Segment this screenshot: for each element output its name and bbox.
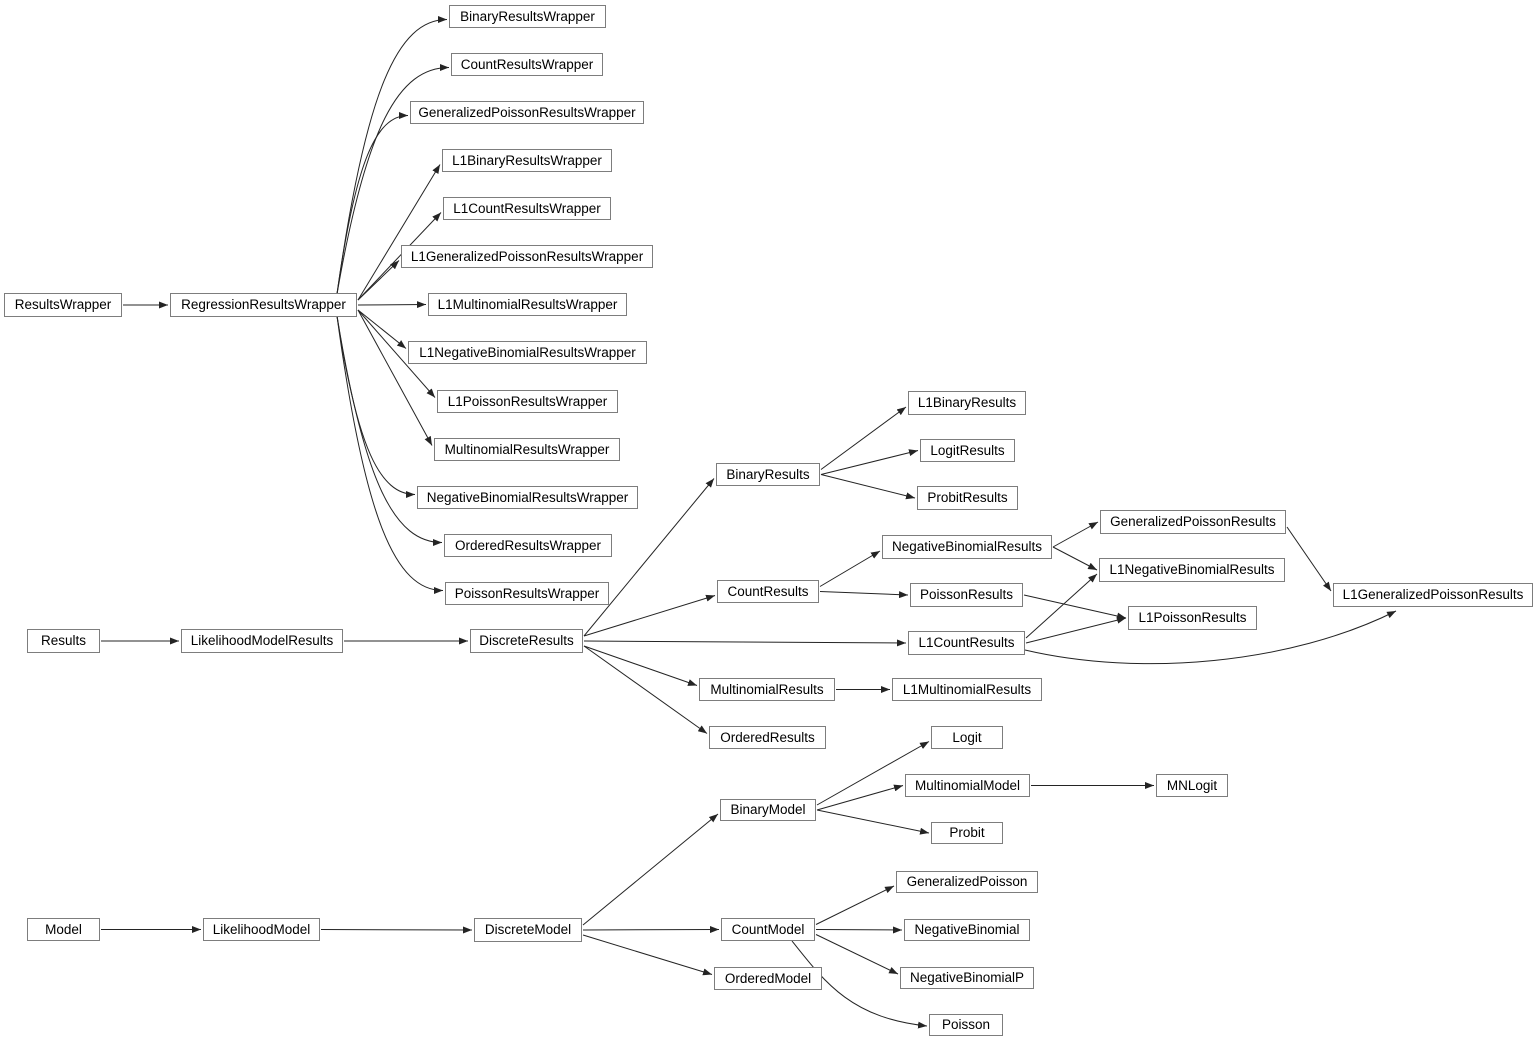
node-ordered-results-wrapper[interactable]: OrderedResultsWrapper [444, 534, 612, 557]
node-multinomial-model[interactable]: MultinomialModel [905, 774, 1030, 797]
node-l1-multinomial-results-wrapper[interactable]: L1MultinomialResultsWrapper [428, 293, 627, 316]
node-discrete-results[interactable]: DiscreteResults [470, 629, 583, 653]
node-l1-binary-results-wrapper[interactable]: L1BinaryResultsWrapper [442, 149, 612, 172]
edge-regression-results-wrapper-to-l1-negative-binomial-results-wrapper [357, 309, 407, 349]
edge-regression-results-wrapper-to-count-results-wrapper [336, 64, 450, 295]
edge-regression-results-wrapper-to-l1-count-results-wrapper [357, 212, 442, 301]
edge-regression-results-wrapper-to-l1-binary-results-wrapper [357, 164, 441, 301]
node-negative-binomial-results[interactable]: NegativeBinomialResults [882, 535, 1052, 559]
edge-discrete-results-to-multinomial-results [583, 645, 698, 686]
node-l1-count-results-wrapper[interactable]: L1CountResultsWrapper [443, 197, 611, 220]
node-negative-binomial-p[interactable]: NegativeBinomialP [900, 967, 1034, 989]
node-results-wrapper[interactable]: ResultsWrapper [4, 293, 122, 317]
node-likelihood-model[interactable]: LikelihoodModel [203, 918, 320, 941]
edge-negative-binomial-results-to-l1-negative-binomial-results [1052, 546, 1098, 571]
edge-negative-binomial-results-to-generalized-poisson-results [1052, 521, 1099, 548]
node-l1-generalized-poisson-results[interactable]: L1GeneralizedPoissonResults [1333, 583, 1533, 607]
edge-discrete-results-to-l1-count-results [583, 639, 907, 647]
edge-l1-count-results-to-l1-generalized-poisson-results [1024, 610, 1397, 665]
edge-count-model-to-negative-binomial [815, 926, 903, 934]
node-likelihood-model-results[interactable]: LikelihoodModelResults [181, 629, 343, 653]
edge-regression-results-wrapper-to-binary-results-wrapper [336, 16, 448, 295]
edge-discrete-results-to-count-results [583, 594, 716, 637]
edge-count-model-to-negative-binomial-p [815, 934, 899, 975]
edge-regression-results-wrapper-to-l1-generalized-poisson-results-wrapper [357, 260, 400, 301]
node-regression-results-wrapper[interactable]: RegressionResultsWrapper [170, 293, 357, 317]
edge-discrete-model-to-ordered-model [582, 934, 713, 976]
edge-poisson-results-to-l1-poisson-results [1023, 594, 1127, 620]
node-model[interactable]: Model [27, 918, 100, 941]
edge-discrete-model-to-binary-model [582, 813, 719, 926]
edge-regression-results-wrapper-to-l1-multinomial-results-wrapper [357, 301, 427, 309]
node-count-model[interactable]: CountModel [721, 918, 815, 941]
edge-regression-results-wrapper-to-poisson-results-wrapper [336, 315, 444, 594]
node-logit[interactable]: Logit [931, 726, 1003, 749]
edge-regression-results-wrapper-to-l1-poisson-results-wrapper [357, 309, 436, 398]
node-negative-binomial-results-wrapper[interactable]: NegativeBinomialResultsWrapper [417, 486, 638, 509]
node-binary-model[interactable]: BinaryModel [720, 799, 816, 821]
node-negative-binomial[interactable]: NegativeBinomial [904, 919, 1030, 941]
edge-regression-results-wrapper-to-ordered-results-wrapper [336, 315, 443, 546]
node-discrete-model[interactable]: DiscreteModel [474, 918, 582, 942]
edge-count-model-to-poisson [791, 940, 928, 1029]
node-count-results-wrapper[interactable]: CountResultsWrapper [451, 53, 603, 76]
node-poisson[interactable]: Poisson [929, 1014, 1003, 1036]
node-multinomial-results-wrapper[interactable]: MultinomialResultsWrapper [434, 438, 620, 461]
edge-discrete-results-to-ordered-results [583, 645, 708, 734]
edge-generalized-poisson-results-to-l1-generalized-poisson-results [1286, 526, 1332, 592]
edge-count-results-to-negative-binomial-results [819, 550, 881, 587]
node-l1-multinomial-results[interactable]: L1MultinomialResults [892, 678, 1042, 701]
edge-likelihood-model-to-discrete-model [320, 926, 473, 934]
edge-l1-count-results-to-l1-negative-binomial-results [1025, 573, 1098, 639]
edge-binary-model-to-multinomial-model [816, 784, 904, 811]
node-count-results[interactable]: CountResults [717, 580, 819, 603]
edge-discrete-model-to-count-model [582, 926, 720, 934]
node-l1-negative-binomial-results-wrapper[interactable]: L1NegativeBinomialResultsWrapper [408, 341, 647, 364]
node-l1-poisson-results-wrapper[interactable]: L1PoissonResultsWrapper [437, 390, 618, 413]
node-l1-count-results[interactable]: L1CountResults [908, 631, 1025, 655]
node-results[interactable]: Results [27, 629, 100, 653]
node-generalized-poisson-results-wrapper[interactable]: GeneralizedPoissonResultsWrapper [410, 101, 644, 124]
node-generalized-poisson[interactable]: GeneralizedPoisson [896, 871, 1038, 893]
edge-binary-model-to-probit [816, 809, 930, 835]
node-ordered-results[interactable]: OrderedResults [709, 726, 826, 749]
node-binary-results[interactable]: BinaryResults [716, 463, 820, 486]
edge-discrete-results-to-binary-results [583, 478, 715, 637]
node-binary-results-wrapper[interactable]: BinaryResultsWrapper [449, 5, 606, 28]
node-l1-binary-results[interactable]: L1BinaryResults [908, 391, 1026, 415]
edge-binary-model-to-logit [816, 741, 930, 806]
edge-binary-results-to-logit-results [820, 449, 919, 475]
node-l1-negative-binomial-results[interactable]: L1NegativeBinomialResults [1099, 558, 1285, 582]
node-probit-results[interactable]: ProbitResults [917, 486, 1018, 510]
edge-binary-results-to-l1-binary-results [820, 406, 907, 470]
node-multinomial-results[interactable]: MultinomialResults [699, 678, 835, 701]
node-mnlogit[interactable]: MNLogit [1156, 774, 1228, 797]
node-poisson-results-wrapper[interactable]: PoissonResultsWrapper [445, 582, 609, 605]
node-logit-results[interactable]: LogitResults [920, 439, 1015, 462]
node-l1-generalized-poisson-results-wrapper[interactable]: L1GeneralizedPoissonResultsWrapper [401, 245, 653, 268]
edge-regression-results-wrapper-to-generalized-poisson-results-wrapper [336, 112, 409, 295]
node-ordered-model[interactable]: OrderedModel [714, 967, 822, 990]
edge-count-model-to-generalized-poisson [815, 885, 895, 925]
node-generalized-poisson-results[interactable]: GeneralizedPoissonResults [1100, 510, 1286, 534]
edge-binary-results-to-probit-results [820, 474, 916, 500]
node-l1-poisson-results[interactable]: L1PoissonResults [1128, 606, 1257, 630]
node-probit[interactable]: Probit [931, 822, 1003, 844]
node-poisson-results[interactable]: PoissonResults [910, 583, 1023, 607]
edge-regression-results-wrapper-to-multinomial-results-wrapper [357, 309, 433, 446]
edge-count-results-to-poisson-results [819, 591, 909, 599]
edge-l1-count-results-to-l1-poisson-results [1025, 616, 1127, 644]
